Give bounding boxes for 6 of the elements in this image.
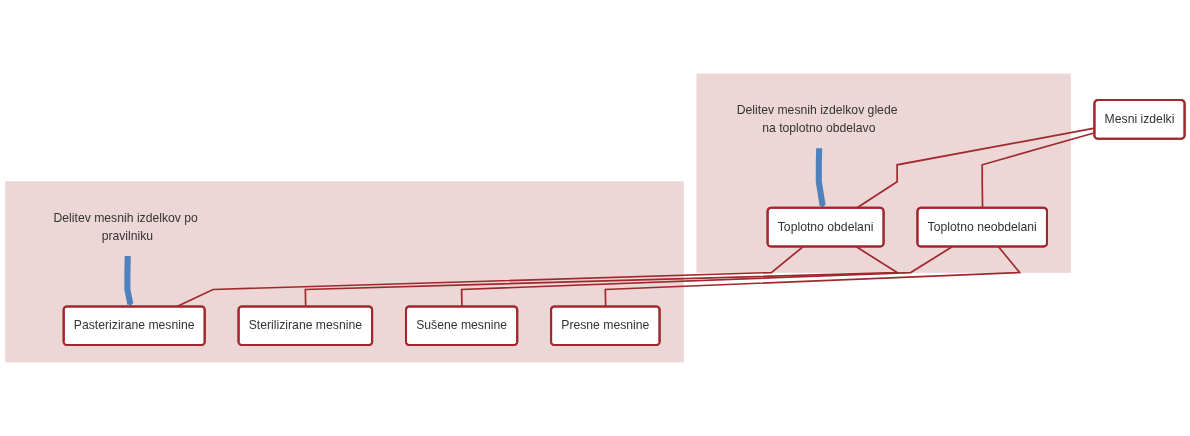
arrow <box>124 255 134 308</box>
node-text: Delitev mesnih izdelkov po pravilniku <box>53 210 198 243</box>
cluster <box>5 181 684 363</box>
arrow <box>815 148 826 209</box>
node-text: Delitev mesnih izdelkov glede na toplotno obdelavo <box>736 103 898 135</box>
cluster <box>696 73 1072 273</box>
